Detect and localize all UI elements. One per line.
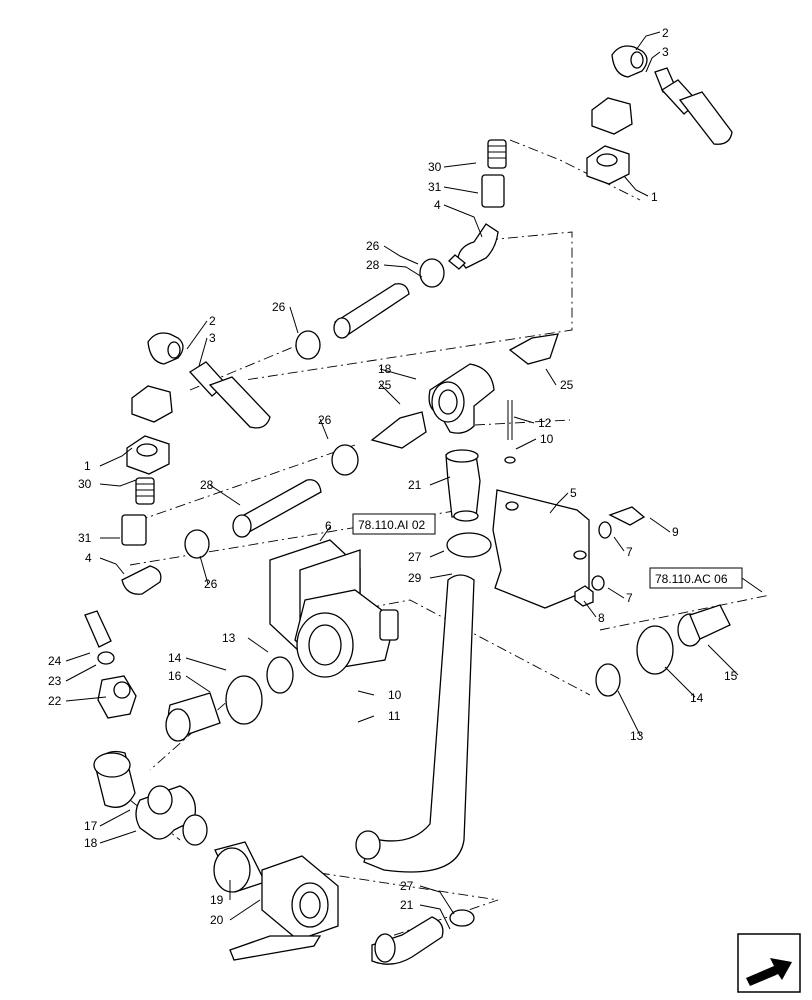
lower-left-tee	[93, 750, 266, 893]
callout-8: 8	[598, 611, 605, 625]
callout-30: 30	[428, 160, 442, 174]
callout-18: 18	[84, 836, 98, 850]
callout-7: 7	[626, 591, 633, 605]
control-valve	[269, 539, 399, 678]
leader-lines	[65, 31, 739, 930]
reference-box-ac06[interactable]: 78.110.AC 06	[649, 567, 763, 593]
callout-25: 25	[378, 378, 392, 392]
callout-3: 3	[662, 45, 669, 59]
callout-10: 10	[540, 432, 554, 446]
callout-4: 4	[85, 551, 92, 565]
mounting-bracket	[492, 400, 646, 609]
callout-21: 21	[400, 898, 414, 912]
long-hose	[355, 574, 475, 873]
callout-1: 1	[84, 459, 91, 473]
callout-2: 2	[209, 314, 216, 328]
callout-28: 28	[366, 258, 380, 272]
callout-9: 9	[672, 525, 679, 539]
callout-31: 31	[78, 531, 92, 545]
callout-17: 17	[84, 819, 98, 833]
callout-11: 11	[388, 709, 401, 723]
callout-24: 24	[48, 654, 62, 668]
nozzle-assembly-upper	[586, 45, 733, 185]
callout-12: 12	[538, 416, 552, 430]
nozzle-assembly-left	[121, 332, 271, 595]
callout-13: 13	[630, 729, 644, 743]
callout-4: 4	[434, 198, 441, 212]
callout-25: 25	[560, 378, 574, 392]
ball-valve	[229, 855, 339, 961]
callout-3: 3	[209, 331, 216, 345]
callout-31: 31	[428, 180, 442, 194]
callout-26: 26	[366, 239, 380, 253]
callout-21: 21	[408, 478, 422, 492]
fitting-middle	[445, 449, 492, 558]
callout-10: 10	[388, 688, 402, 702]
hose-left	[184, 444, 359, 559]
callout-15: 15	[724, 669, 738, 683]
callout-2: 2	[662, 26, 669, 40]
reference-box-ai02[interactable]: 78.110.AI 02	[352, 513, 436, 535]
callout-26: 26	[204, 577, 218, 591]
callout-13: 13	[222, 631, 236, 645]
callout-14: 14	[690, 691, 704, 705]
callout-27: 27	[400, 879, 414, 893]
callout-27: 27	[408, 550, 422, 564]
hose-upper	[295, 258, 445, 360]
callout-7: 7	[626, 545, 633, 559]
lower-right-elbow	[371, 909, 475, 965]
callout-26: 26	[318, 413, 332, 427]
lower-right-fittings	[595, 604, 731, 697]
reference-label-ai02[interactable]: 78.110.AI 02	[358, 518, 425, 532]
reference-label-ac06[interactable]: 78.110.AC 06	[655, 572, 728, 586]
callout-labels: 2 3 1 30 31 4 26 28 26 2 3 18 25 25 12 1…	[48, 26, 738, 927]
callout-20: 20	[210, 913, 224, 927]
callout-16: 16	[168, 669, 182, 683]
next-page-arrow-icon[interactable]	[737, 933, 801, 993]
callout-6: 6	[325, 519, 332, 533]
callout-19: 19	[210, 893, 224, 907]
callout-29: 29	[408, 571, 422, 585]
callout-22: 22	[48, 694, 62, 708]
callout-18: 18	[378, 362, 392, 376]
fittings-upper-middle	[448, 139, 507, 270]
callout-5: 5	[570, 486, 577, 500]
tee-upper	[370, 333, 559, 449]
callout-23: 23	[48, 674, 62, 688]
callout-30: 30	[78, 477, 92, 491]
callout-28: 28	[200, 478, 214, 492]
callout-14: 14	[168, 651, 182, 665]
callout-1: 1	[651, 190, 658, 204]
callout-26: 26	[272, 300, 286, 314]
lower-left-fittings	[84, 610, 294, 742]
